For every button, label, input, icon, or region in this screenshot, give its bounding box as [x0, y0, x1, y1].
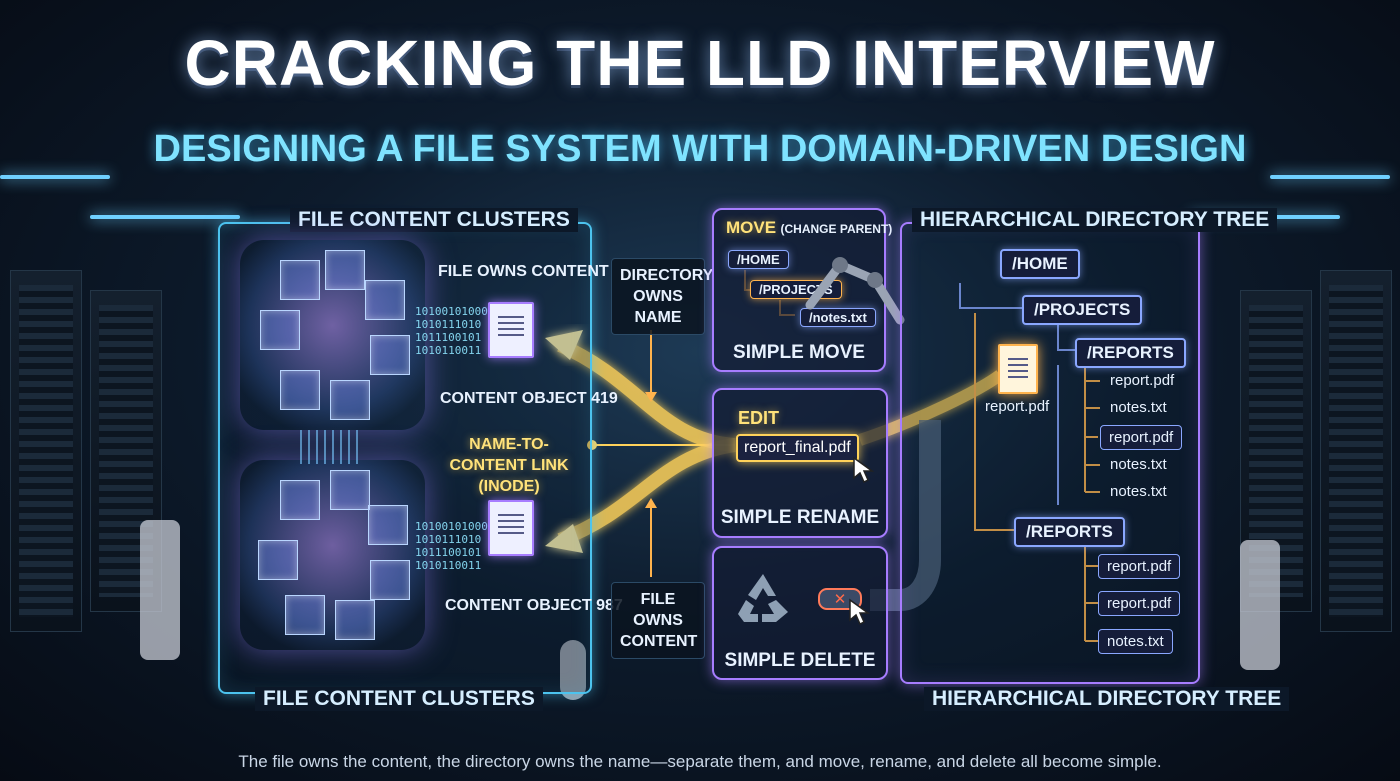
cube — [330, 470, 370, 510]
cube — [280, 260, 320, 300]
link-beam-top — [557, 338, 736, 452]
binary-stream: 10100101000 1010111010 1011100101 101011… — [415, 520, 488, 572]
file-owns-content-box: FILE OWNS CONTENT — [611, 582, 705, 659]
move-path-home: /HOME — [728, 250, 789, 269]
move-path-projects: /PROJECTS — [750, 280, 842, 299]
edit-title: EDIT — [738, 408, 780, 428]
tree-file[interactable]: report.pdf — [1110, 372, 1175, 389]
floating-file-icon — [998, 344, 1038, 394]
data-stream — [300, 430, 360, 464]
robot-figure — [1240, 540, 1280, 670]
ceiling-light — [0, 175, 110, 179]
inode-link-label: NAME-TO-CONTENT LINK (INODE) — [449, 436, 569, 495]
tree-file[interactable]: report.pdf — [1098, 591, 1181, 616]
document-icon — [488, 500, 534, 556]
move-action-card[interactable]: MOVE (CHANGE PARENT) /HOME /PROJECTS /no… — [712, 208, 892, 372]
cube — [258, 540, 298, 580]
cube — [325, 250, 365, 290]
server-rack — [10, 270, 82, 632]
server-rack — [1320, 270, 1392, 632]
simple-move-caption: SIMPLE MOVE — [733, 342, 865, 363]
content-object-987-label: CONTENT OBJECT 987 — [445, 597, 623, 614]
tree-file[interactable]: notes.txt — [1098, 629, 1173, 654]
tree-projects[interactable]: /PROJECTS — [1022, 295, 1143, 325]
cube — [330, 380, 370, 420]
cube — [370, 335, 410, 375]
page-subtitle: DESIGNING A FILE SYSTEM WITH DOMAIN-DRIV… — [153, 128, 1247, 170]
robot-figure — [140, 520, 180, 660]
tree-file[interactable]: report.pdf — [1100, 425, 1183, 450]
directory-tree-label-bottom: HIERARCHICAL DIRECTORY TREE — [924, 687, 1290, 711]
cube — [370, 560, 410, 600]
document-icon — [488, 302, 534, 358]
binary-stream: 10100101000 1010111010 1011100101 101011… — [415, 305, 488, 357]
arrow-head-top — [545, 330, 583, 360]
content-cluster-top — [240, 240, 425, 430]
cube — [335, 600, 375, 640]
cube — [280, 370, 320, 410]
link-beam-bottom — [557, 438, 737, 547]
ceiling-light — [90, 215, 240, 219]
tree-home[interactable]: /HOME — [1000, 249, 1080, 279]
inode-dot — [587, 440, 597, 450]
cube — [368, 505, 408, 545]
rename-action-card[interactable]: EDIT report_final.pdf SIMPLE RENAME — [712, 388, 888, 538]
cube — [280, 480, 320, 520]
cube — [260, 310, 300, 350]
robot-arm-icon — [805, 257, 905, 325]
tree-file[interactable]: notes.txt — [1110, 456, 1167, 473]
recycle-icon — [738, 574, 788, 622]
file-content-clusters-label: FILE CONTENT CLUSTERS — [290, 208, 578, 232]
tree-file[interactable]: notes.txt — [1110, 483, 1167, 500]
server-rack — [90, 290, 162, 612]
cursor-icon — [853, 456, 874, 484]
footer-caption: The file owns the content, the directory… — [238, 752, 1162, 771]
cube — [365, 280, 405, 320]
directory-tree-label: HIERARCHICAL DIRECTORY TREE — [912, 208, 1278, 232]
page-title: CRACKING THE LLD INTERVIEW — [184, 27, 1216, 99]
tree-reports[interactable]: /REPORTS — [1014, 517, 1125, 547]
rename-filename-input[interactable]: report_final.pdf — [736, 434, 859, 462]
move-path-notes: /notes.txt — [800, 308, 876, 327]
simple-rename-caption: SIMPLE RENAME — [720, 507, 880, 528]
tree-reports-nested[interactable]: /REPORTS — [1075, 338, 1186, 368]
file-content-clusters-label-bottom: FILE CONTENT CLUSTERS — [255, 687, 543, 711]
arrow-head-bottom — [545, 524, 583, 553]
tree-file[interactable]: notes.txt — [1110, 399, 1167, 416]
robot-figure — [560, 640, 586, 700]
delete-action-card[interactable]: ✕ SIMPLE DELETE — [712, 546, 888, 680]
content-cluster-bottom — [240, 460, 425, 650]
ceiling-light — [1270, 175, 1390, 179]
move-title: MOVE (CHANGE PARENT) — [726, 218, 893, 237]
cube — [285, 595, 325, 635]
tree-file[interactable]: report.pdf — [1098, 554, 1181, 579]
cursor-icon — [849, 598, 870, 626]
directory-owns-name-label: DIRECTORY OWNS NAME — [611, 258, 713, 335]
file-owns-content-label: FILE OWNS CONTENT — [438, 263, 609, 280]
content-object-419-label: CONTENT OBJECT 419 — [440, 390, 618, 407]
floating-file-label: report.pdf — [985, 398, 1050, 415]
simple-delete-caption: SIMPLE DELETE — [724, 650, 876, 671]
